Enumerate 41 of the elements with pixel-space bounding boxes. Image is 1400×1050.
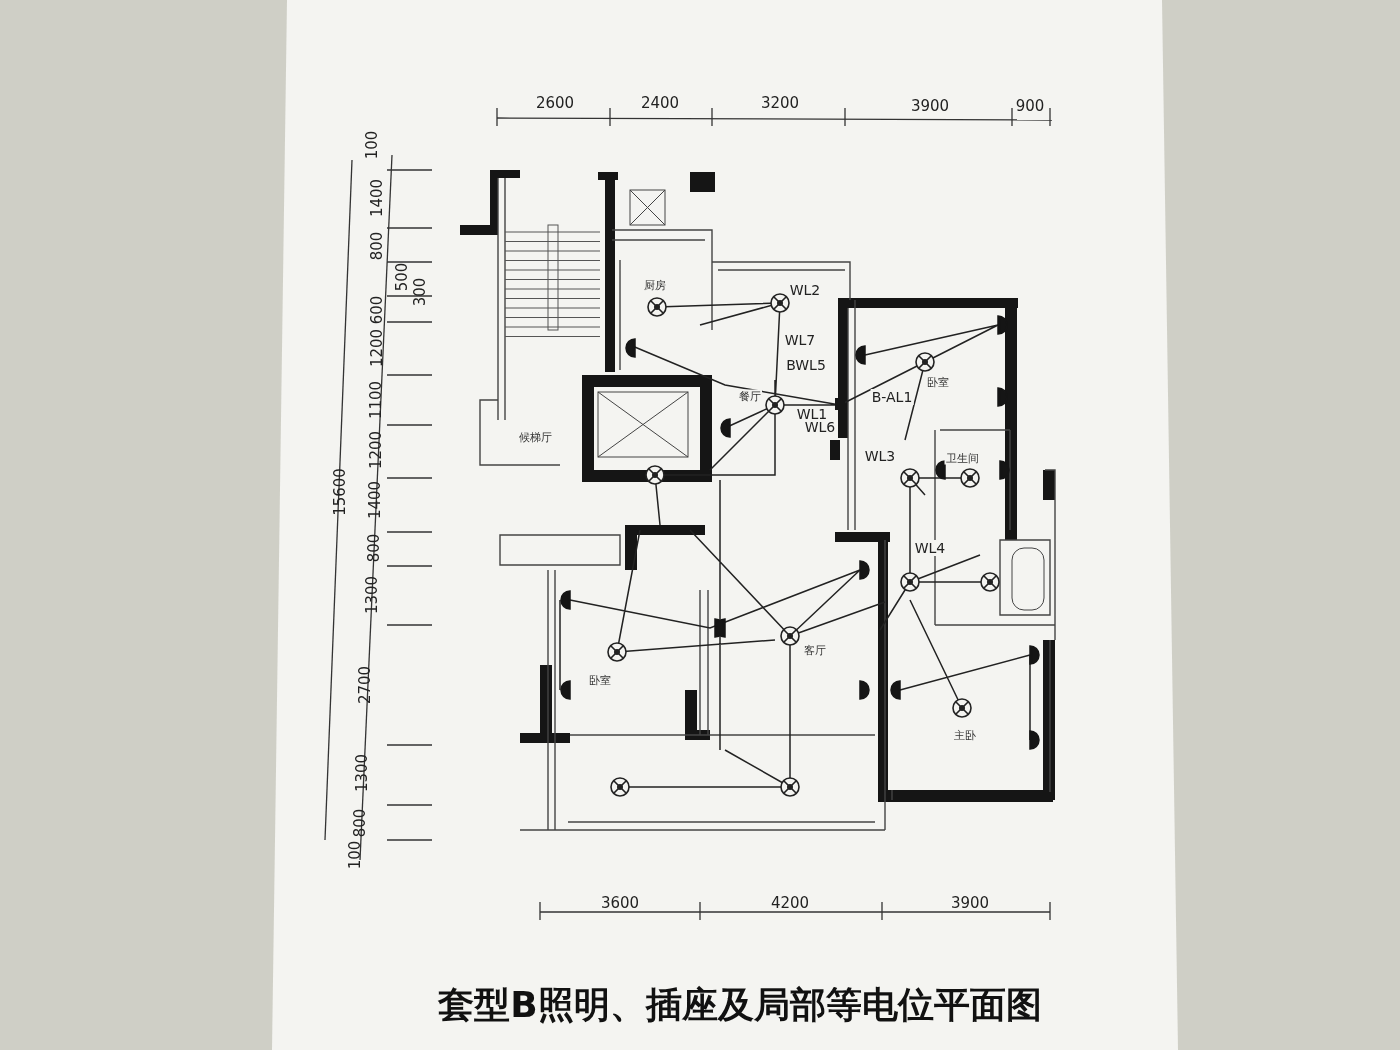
- dimension-text: 1100: [368, 380, 384, 420]
- dimension-text: 1200: [369, 328, 385, 368]
- dimension-text: 900: [1015, 98, 1045, 114]
- dimension-text: 100: [347, 840, 363, 870]
- circuit-label: B-AL1: [870, 389, 914, 405]
- dimension-text: 15600: [332, 468, 348, 516]
- circuit-label: BWL5: [785, 357, 827, 373]
- circuit-label: WL3: [863, 448, 897, 464]
- circuit-label: WL4: [913, 540, 947, 556]
- dimension-text: 500: [394, 262, 410, 292]
- circuit-label: WL7: [783, 332, 817, 348]
- dimension-text: 3200: [760, 95, 800, 111]
- room-label: 厨房: [643, 278, 667, 292]
- dimension-text: 600: [369, 295, 385, 325]
- dimension-text: 3600: [600, 895, 640, 911]
- room-label: 卧室: [588, 673, 612, 687]
- dimension-text: 1200: [368, 430, 384, 470]
- drawing-title: 套型B照明、插座及局部等电位平面图: [438, 982, 1042, 1027]
- dimension-text: 1400: [369, 178, 385, 218]
- dimension-text: 800: [352, 808, 368, 838]
- dimension-text: 3900: [910, 98, 950, 114]
- room-label: 客厅: [803, 643, 827, 657]
- circuit-label: WL2: [788, 282, 822, 298]
- dimension-text: 2400: [640, 95, 680, 111]
- dimension-text: 3900: [950, 895, 990, 911]
- dimension-text: 1300: [364, 575, 380, 615]
- dimension-text: 100: [364, 130, 380, 160]
- dimension-text: 4200: [770, 895, 810, 911]
- room-label: 餐厅: [738, 389, 762, 403]
- circuit-label: WL6: [803, 419, 837, 435]
- dimension-text: 2600: [535, 95, 575, 111]
- dimension-text: 1400: [367, 480, 383, 520]
- dimension-text: 800: [366, 533, 382, 563]
- room-label: 候梯厅: [517, 430, 553, 444]
- room-label: 卫生间: [944, 451, 980, 465]
- dimension-text: 1300: [354, 753, 370, 793]
- room-label: 主卧: [953, 728, 977, 742]
- room-label: 卧室: [926, 375, 950, 389]
- dimension-text: 2700: [357, 665, 373, 705]
- dimension-text: 800: [369, 231, 385, 261]
- dimension-text: 300: [412, 277, 428, 307]
